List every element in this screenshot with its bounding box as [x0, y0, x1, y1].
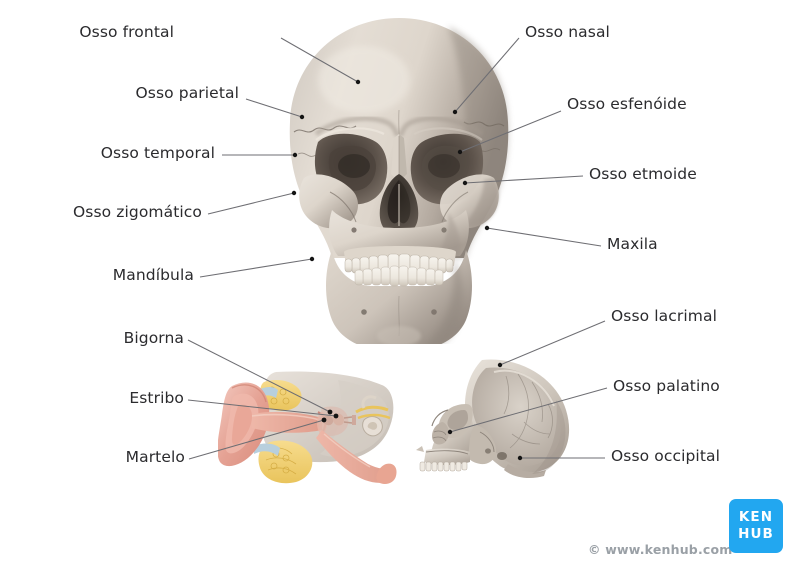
- label-osso-parietal: Osso parietal: [135, 84, 239, 102]
- label-bigorna: Bigorna: [123, 329, 184, 347]
- copyright-text: © www.kenhub.com: [588, 542, 733, 557]
- label-osso-etmoide: Osso etmoide: [589, 165, 697, 183]
- kenhub-logo[interactable]: KEN HUB: [729, 499, 783, 553]
- label-osso-temporal: Osso temporal: [100, 144, 215, 162]
- label-osso-palatino: Osso palatino: [613, 377, 720, 395]
- kenhub-logo-line1: KEN: [738, 509, 774, 526]
- label-osso-frontal: Osso frontal: [79, 23, 174, 41]
- middle-ear-cross-section-illustration: [218, 371, 397, 484]
- label-estribo: Estribo: [129, 389, 184, 407]
- anterior-skull-illustration: [289, 18, 509, 344]
- kenhub-logo-line2: HUB: [738, 526, 774, 542]
- label-osso-lacrimal: Osso lacrimal: [611, 307, 717, 325]
- label-mandibula: Mandíbula: [112, 266, 194, 284]
- label-osso-esfenoide: Osso esfenóide: [567, 95, 687, 113]
- label-osso-occipital: Osso occipital: [611, 447, 721, 465]
- midsagittal-skull-illustration: [416, 359, 570, 478]
- label-osso-nasal: Osso nasal: [525, 23, 610, 41]
- label-osso-zigomatico: Osso zigomático: [72, 203, 202, 221]
- label-maxila: Maxila: [607, 235, 658, 253]
- label-martelo: Martelo: [125, 448, 185, 466]
